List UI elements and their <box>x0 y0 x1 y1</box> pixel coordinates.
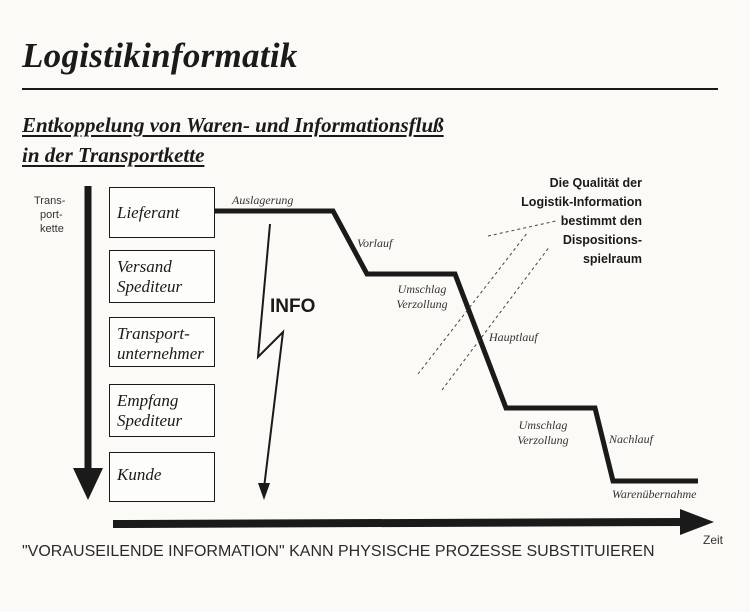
label-nachlauf: Nachlauf <box>609 432 653 446</box>
chain-box-lieferant: Lieferant <box>109 187 215 238</box>
time-axis-label: Zeit <box>703 533 724 547</box>
chain-box-empfang-spediteur: Empfang Spediteur <box>109 384 215 437</box>
caption: "VORAUSEILENDE INFORMATION" KANN PHYSISC… <box>22 543 655 560</box>
label-umschlag-verzollung-1: Umschlag Verzollung <box>396 282 448 311</box>
subtitle-line-2: in der Transportkette <box>22 143 205 167</box>
goods-flow-line <box>215 208 698 484</box>
info-lightning-arrow <box>256 223 285 489</box>
chain-box-transportunternehmer: Transport- unternehmer <box>109 317 215 367</box>
subtitle-line-1: Entkoppelung von Waren- und Informations… <box>22 113 444 137</box>
label-hauptlauf: Hauptlauf <box>489 330 538 344</box>
transport-chain-arrow-head <box>73 468 103 500</box>
quality-note: Die Qualität der Logistik-Information be… <box>521 176 642 266</box>
label-umschlag-verzollung-2: Umschlag Verzollung <box>517 418 569 447</box>
chain-box-versand-spediteur: Versand Spediteur <box>109 250 215 303</box>
quality-dashed-line-2 <box>441 245 551 391</box>
label-vorlauf: Vorlauf <box>357 236 393 250</box>
time-arrow-head <box>680 509 714 535</box>
time-arrow-shaft <box>112 518 687 528</box>
label-auslagerung: Auslagerung <box>232 193 294 207</box>
info-label: INFO <box>270 296 316 317</box>
page-title: Logistikinformatik <box>22 36 298 75</box>
vertical-axis-label: Trans- port- kette <box>34 195 66 235</box>
title-divider <box>22 88 718 90</box>
label-warenuebernahme: Warenübernahme <box>612 487 697 501</box>
info-arrow-head <box>258 483 270 500</box>
chain-box-kunde: Kunde <box>109 452 215 502</box>
